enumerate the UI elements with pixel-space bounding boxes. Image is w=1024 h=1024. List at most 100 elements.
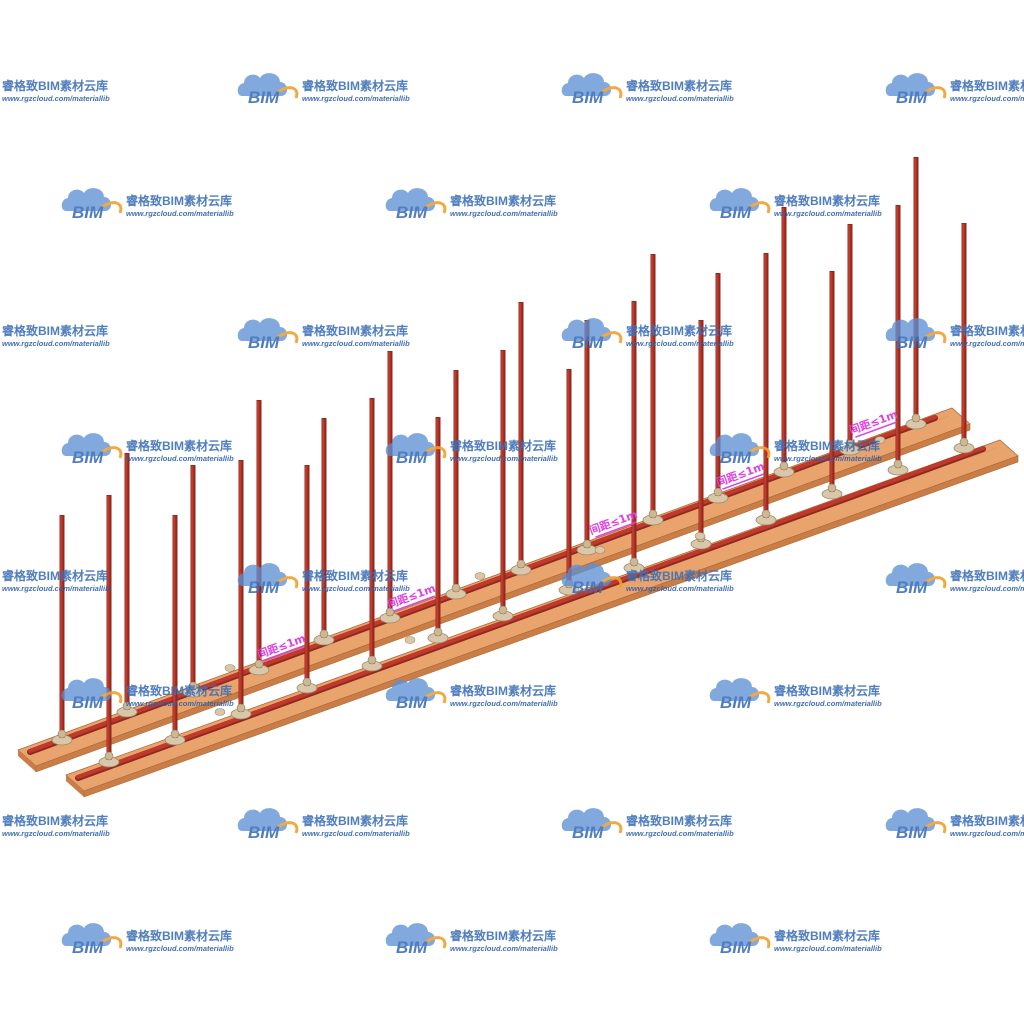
swoosh-icon [277, 331, 299, 344]
cloud-icon [61, 188, 112, 211]
watermark-brand: 睿格致BIM素材云库 [302, 78, 408, 93]
watermark-brand: 睿格致BIM素材云库 [774, 928, 880, 943]
watermark-brand: 睿格致BIM素材云库 [126, 928, 232, 943]
watermark-badge: BIM [396, 203, 428, 222]
watermark: BIM睿格致BIM素材云库www.rgzcloud.com/materialli… [61, 433, 234, 467]
watermark-url: www.rgzcloud.com/materiallib [450, 699, 558, 708]
swoosh-icon [601, 331, 623, 344]
watermark: BIM睿格致BIM素材云库www.rgzcloud.com/materialli… [885, 808, 1024, 842]
watermark-badge: BIM [720, 448, 752, 467]
rod-nut [385, 607, 395, 617]
swoosh-icon [425, 691, 447, 704]
cloud-icon [709, 678, 760, 701]
watermark-badge: BIM [572, 823, 604, 842]
watermark-brand: 睿格致BIM素材云库 [450, 683, 556, 698]
watermark: BIM睿格致BIM素材云库www.rgzcloud.com/materialli… [885, 563, 1024, 597]
dimension-line [263, 645, 305, 662]
watermark-badge: BIM [896, 333, 928, 352]
watermark-url: www.rgzcloud.com/materiallib [302, 339, 410, 348]
watermark-url: www.rgzcloud.com/materiallib [774, 699, 882, 708]
swoosh-icon [749, 691, 771, 704]
watermark-brand: 睿格致BIM素材云库 [950, 323, 1024, 338]
cloud-icon [709, 188, 760, 211]
swoosh-icon [101, 201, 123, 214]
swoosh-icon [601, 86, 623, 99]
swoosh-icon [749, 446, 771, 459]
watermark-brand: 睿格致BIM素材云库 [950, 813, 1024, 828]
watermark-badge: BIM [396, 938, 428, 957]
cloud-icon [237, 563, 288, 586]
swoosh-icon [425, 446, 447, 459]
watermark-badge: BIM [248, 88, 280, 107]
watermark: BIM睿格致BIM素材云库www.rgzcloud.com/materialli… [2, 568, 110, 593]
rod-nut [959, 437, 969, 447]
watermark-url: www.rgzcloud.com/materiallib [626, 339, 734, 348]
watermark-url: www.rgzcloud.com/materiallib [626, 584, 734, 593]
watermark-brand: 睿格致BIM素材云库 [626, 78, 732, 93]
watermark-brand: 睿格致BIM素材云库 [950, 78, 1024, 93]
watermark-badge: BIM [720, 203, 752, 222]
watermark-url: www.rgzcloud.com/materiallib [126, 699, 234, 708]
board-top-2 [65, 439, 1019, 792]
swoosh-icon [425, 936, 447, 949]
rebar-connector [474, 572, 486, 580]
watermark-badge: BIM [720, 938, 752, 957]
watermark-url: www.rgzcloud.com/materiallib [450, 944, 558, 953]
cloud-icon [885, 808, 936, 831]
swoosh-icon [749, 936, 771, 949]
watermark: BIM睿格致BIM素材云库www.rgzcloud.com/materialli… [385, 678, 558, 712]
cloud-icon [709, 433, 760, 456]
watermark-brand: 睿格致BIM素材云库 [774, 193, 880, 208]
watermark-badge: BIM [572, 333, 604, 352]
watermark-badge: BIM [572, 88, 604, 107]
watermark-url: www.rgzcloud.com/materiallib [2, 339, 110, 348]
watermark-badge: BIM [72, 938, 104, 957]
rebar-connector [224, 664, 236, 672]
watermark: BIM睿格致BIM素材云库www.rgzcloud.com/materialli… [709, 433, 882, 467]
rebar-connector [404, 636, 416, 644]
watermark: BIM睿格致BIM素材云库www.rgzcloud.com/materialli… [385, 433, 558, 467]
rod-nut [302, 677, 312, 687]
dimension-line [855, 421, 897, 438]
rod-nut [713, 487, 723, 497]
watermark-url: www.rgzcloud.com/materiallib [774, 944, 882, 953]
watermark: BIM睿格致BIM素材云库www.rgzcloud.com/materialli… [237, 318, 410, 352]
watermark: BIM睿格致BIM素材云库www.rgzcloud.com/materialli… [61, 188, 234, 222]
watermark-brand: 睿格致BIM素材云库 [626, 568, 732, 583]
watermark: BIM睿格致BIM素材云库www.rgzcloud.com/materialli… [2, 323, 110, 348]
watermark-url: www.rgzcloud.com/materiallib [2, 829, 110, 838]
rod-nut [188, 681, 198, 691]
watermark: BIM睿格致BIM素材云库www.rgzcloud.com/materialli… [561, 318, 734, 352]
watermark-url: www.rgzcloud.com/materiallib [626, 94, 734, 103]
rod-nut [761, 509, 771, 519]
watermark-url: www.rgzcloud.com/materiallib [126, 209, 234, 218]
watermark-brand: 睿格致BIM素材云库 [2, 78, 108, 93]
watermark-layer: BIM睿格致BIM素材云库www.rgzcloud.com/materialli… [2, 73, 1024, 957]
rod-nut [170, 729, 180, 739]
rebar-connector [874, 436, 886, 444]
swoosh-icon [277, 86, 299, 99]
watermark-brand: 睿格致BIM素材云库 [450, 928, 556, 943]
watermark-url: www.rgzcloud.com/materiallib [950, 584, 1024, 593]
cloud-icon [237, 808, 288, 831]
cloud-icon [561, 563, 612, 586]
swoosh-icon [425, 201, 447, 214]
rebar-connector [594, 546, 606, 554]
watermark-url: www.rgzcloud.com/materiallib [2, 584, 110, 593]
rod-nut [236, 703, 246, 713]
watermark-url: www.rgzcloud.com/materiallib [774, 454, 882, 463]
cloud-icon [385, 923, 436, 946]
rebar-connector [694, 532, 706, 540]
watermark-url: www.rgzcloud.com/materiallib [126, 454, 234, 463]
swoosh-icon [601, 576, 623, 589]
watermark-badge: BIM [248, 578, 280, 597]
watermark-url: www.rgzcloud.com/materiallib [126, 944, 234, 953]
watermark-brand: 睿格致BIM素材云库 [126, 683, 232, 698]
watermark: BIM睿格致BIM素材云库www.rgzcloud.com/materialli… [237, 808, 410, 842]
watermark-badge: BIM [72, 693, 104, 712]
watermark-url: www.rgzcloud.com/materiallib [2, 94, 110, 103]
cloud-icon [385, 188, 436, 211]
watermark: BIM睿格致BIM素材云库www.rgzcloud.com/materialli… [709, 188, 882, 222]
cloud-icon [561, 73, 612, 96]
rod-nut [319, 629, 329, 639]
